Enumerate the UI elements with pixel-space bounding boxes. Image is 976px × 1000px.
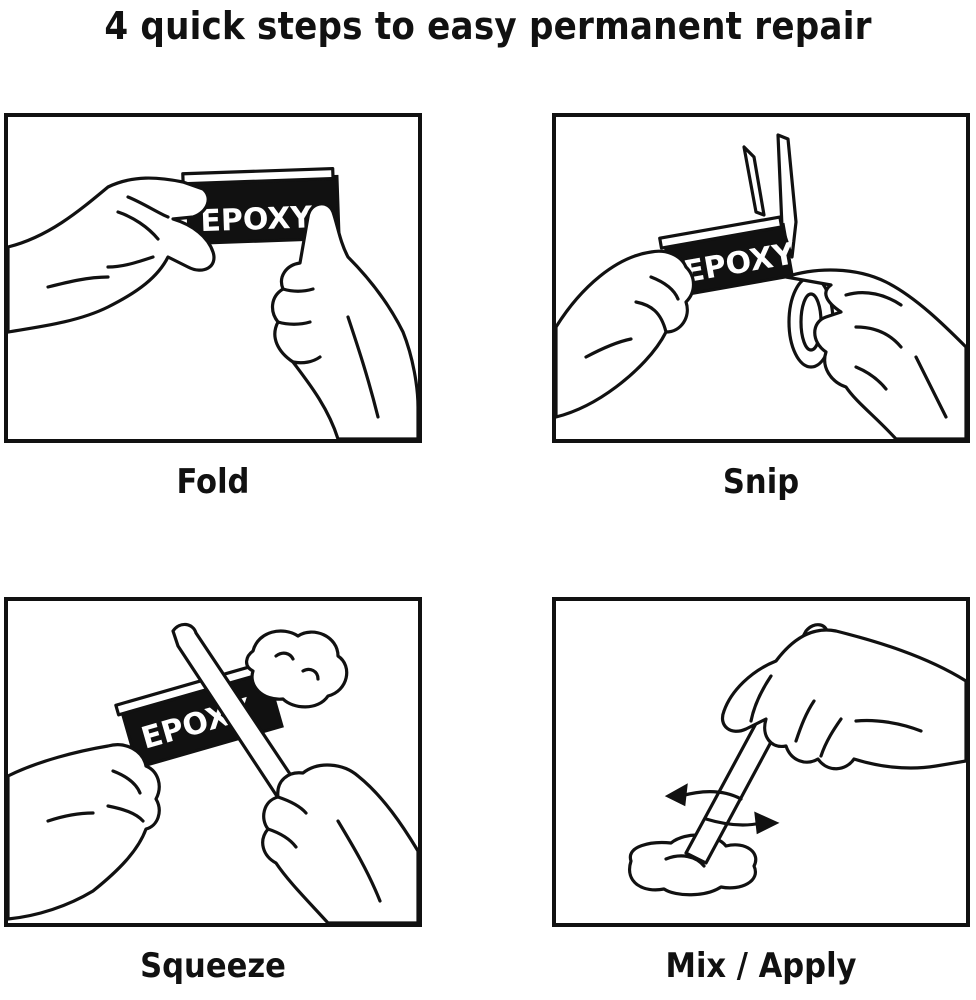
page-title: 4 quick steps to easy permanent repair [104,4,872,48]
step-fold-label: Fold [176,462,250,502]
step-snip-label: Snip [722,462,800,502]
step-snip-illustration: EPOXY [552,113,970,443]
step-squeeze-label: Squeeze [140,946,286,986]
step-fold-illustration: EPOXY [4,113,422,443]
step-mix-apply-illustration [552,597,970,927]
hands-folding-package-illustration: EPOXY [8,166,418,439]
mixing-motion-arrows-icon [664,783,780,835]
hand-mixing-epoxy-illustration [628,623,966,897]
scissor-blade [742,145,766,217]
step-mix-apply-label: Mix / Apply [665,946,857,986]
hands-squeezing-package-illustration: EPOXY [8,622,418,923]
package-label: EPOXY [200,200,314,239]
epoxy-puddle [628,833,758,897]
epoxy-package: EPOXY [181,166,341,246]
step-squeeze-illustration: EPOXY [4,597,422,927]
epoxy-blob [245,629,349,709]
hands-snipping-package-illustration: EPOXY [556,133,966,439]
